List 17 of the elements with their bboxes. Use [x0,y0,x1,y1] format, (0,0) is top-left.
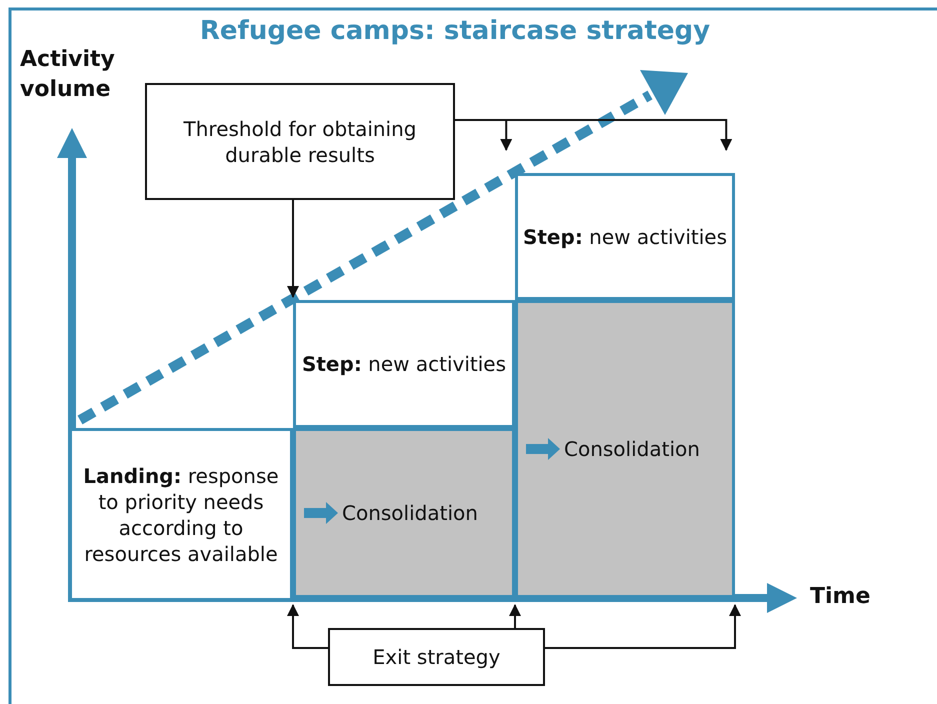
box-label: Consolidation [342,500,478,526]
landing-box: Landing: response to priority needs according to resources available [72,428,293,598]
arrow [287,200,299,298]
exit-strategy-box: Exit strategy [328,628,545,686]
step-box: Step: new activities [293,300,515,428]
arrow [287,604,328,649]
consolidation-box [293,428,515,598]
arrow [545,604,741,649]
step-box: Step: new activities [515,173,735,300]
threshold-box: Threshold for obtaining durable results [145,83,455,200]
consolidation-box [515,300,735,598]
box-label: Consolidation [564,436,700,462]
arrow [509,604,521,628]
axis-label: Time [810,583,872,611]
arrow [455,119,732,151]
axis-label: Activity volume [20,46,116,104]
title: Refugee camps: staircase strategy [198,16,712,46]
